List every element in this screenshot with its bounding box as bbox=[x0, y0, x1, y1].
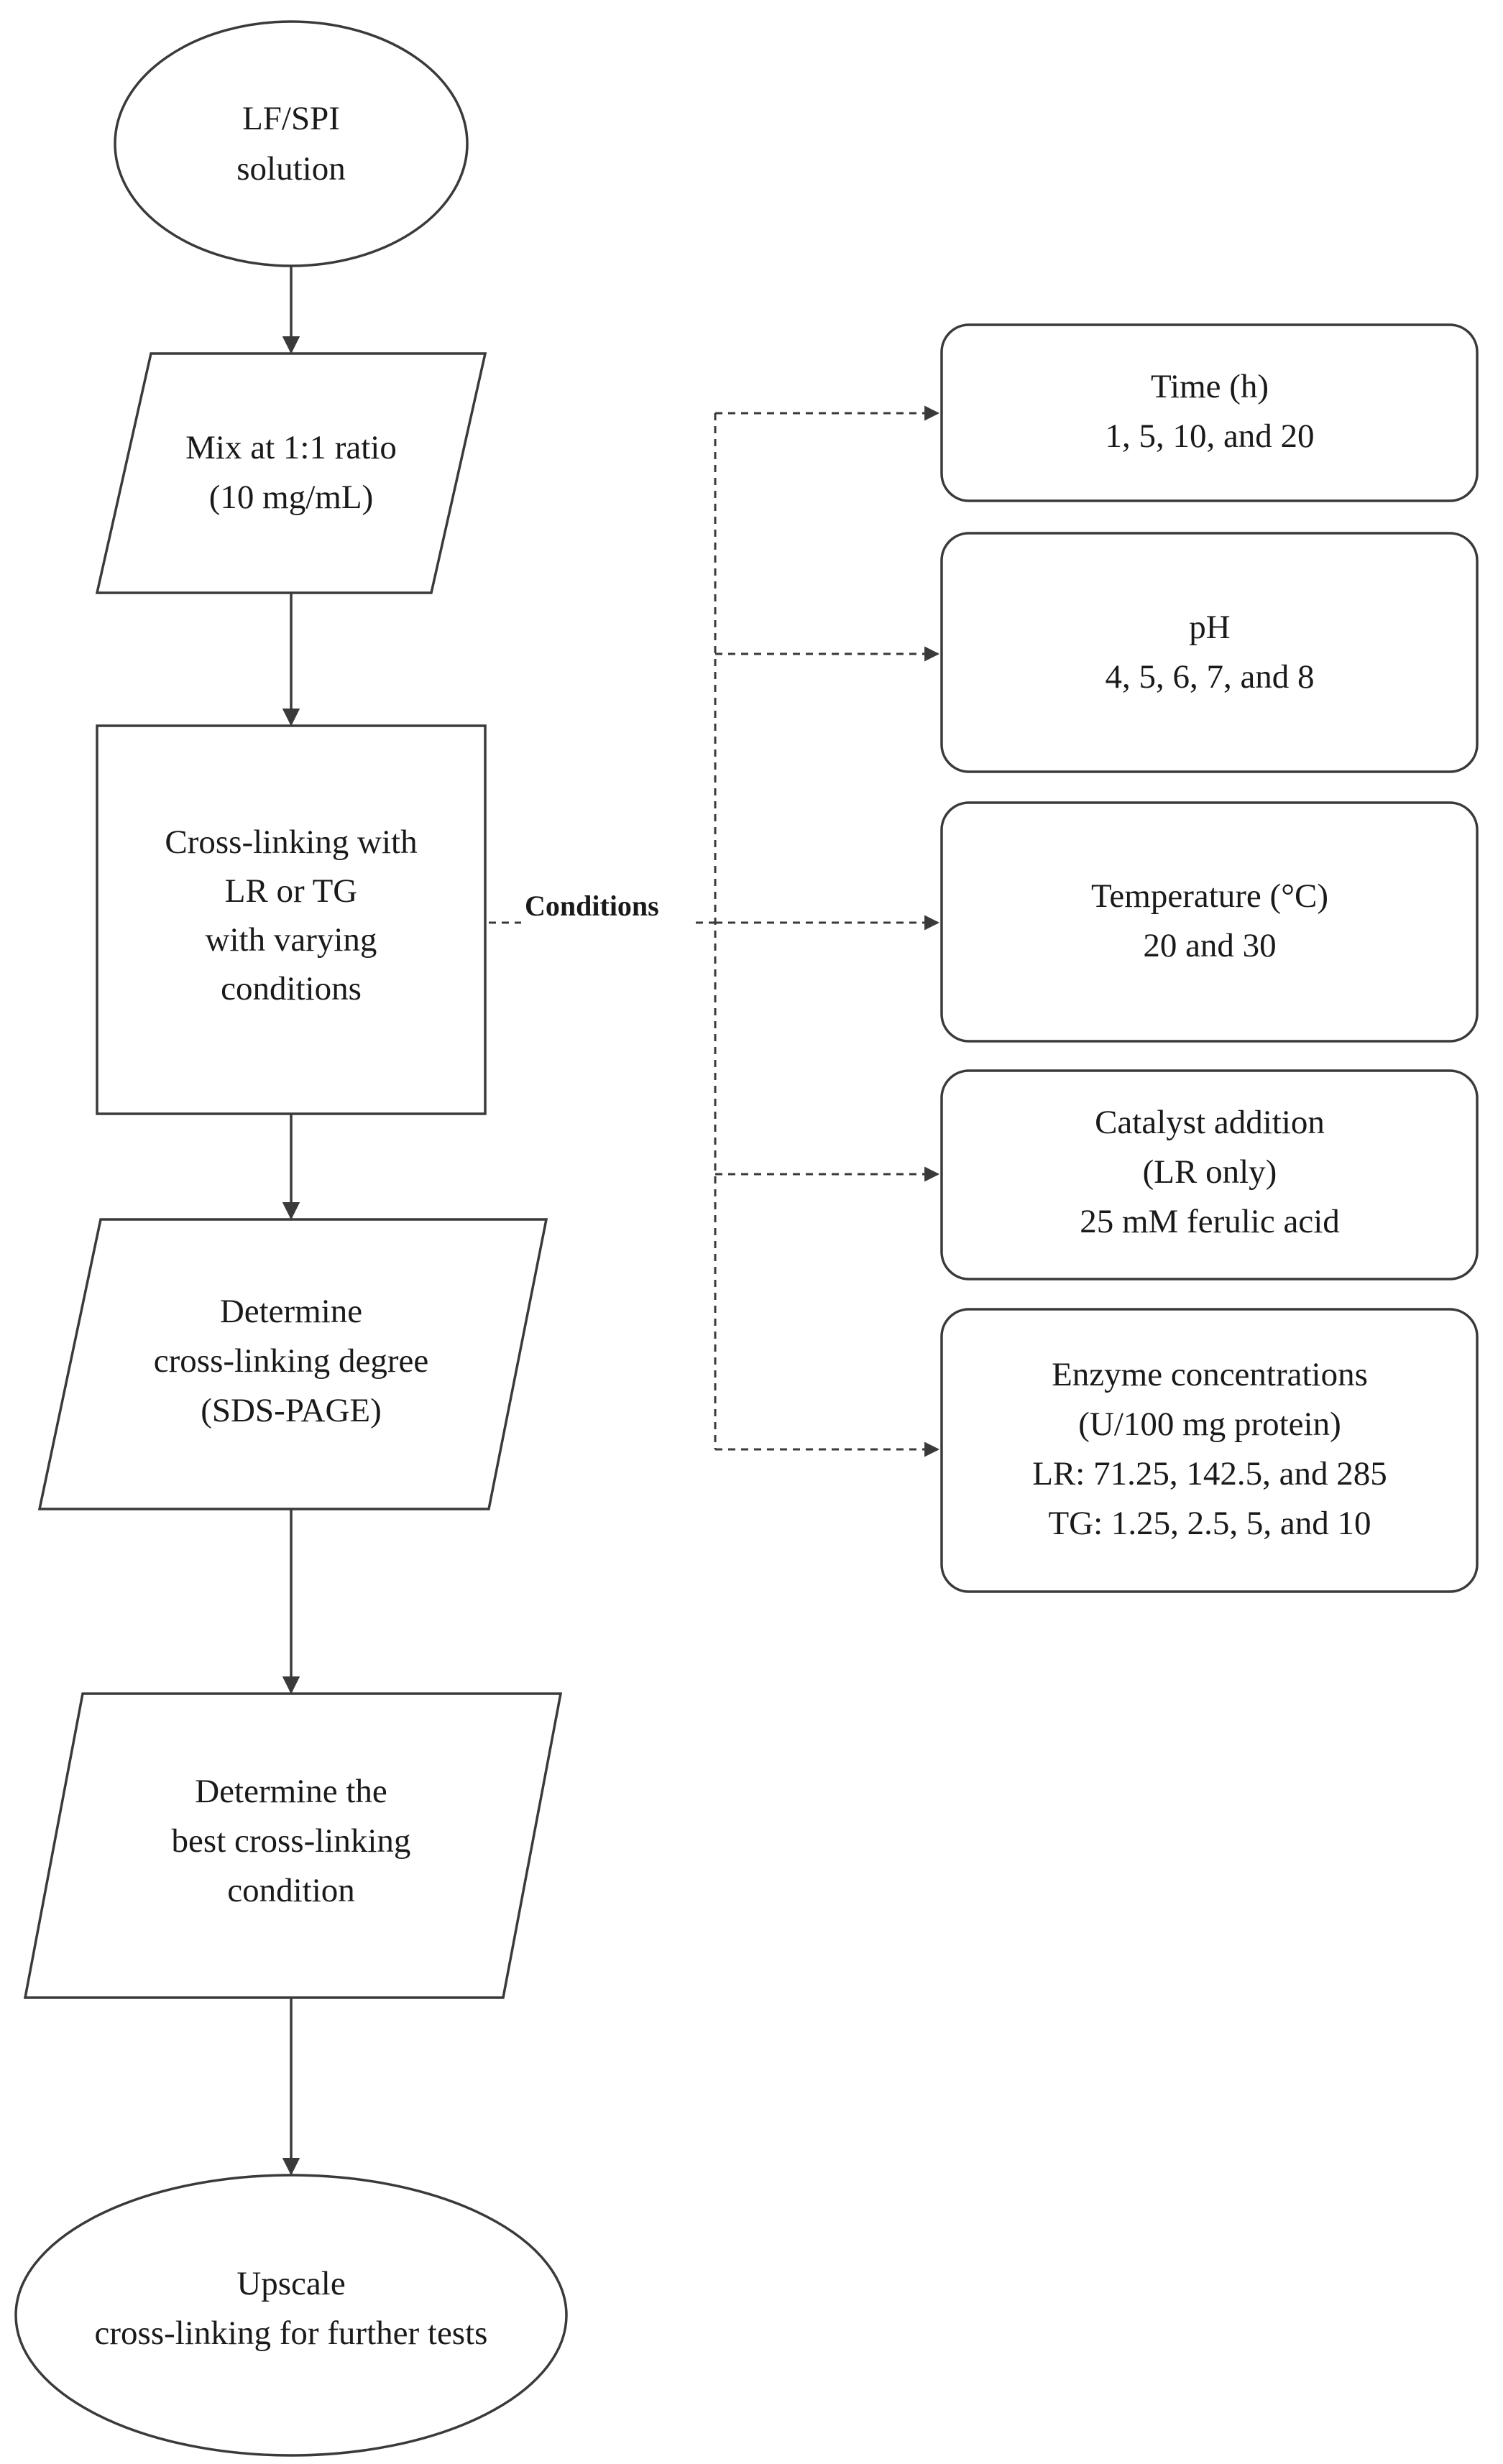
start-line-2: solution bbox=[236, 150, 345, 188]
start-node: LF/SPI solution bbox=[114, 20, 469, 267]
end-line-2: cross-linking for further tests bbox=[95, 2315, 488, 2352]
determine-degree-line-1: Determine bbox=[220, 1293, 362, 1330]
end-line-1: Upscale bbox=[236, 2265, 345, 2302]
condition-box-ph: pH 4, 5, 6, 7, and 8 bbox=[940, 532, 1479, 773]
conditions-label-bg bbox=[521, 887, 694, 924]
condition-time-line-1: Time (h) bbox=[1151, 368, 1269, 405]
determine-degree-line-2: cross-linking degree bbox=[154, 1342, 428, 1380]
condition-enzyme-line-3: LR: 71.25, 142.5, and 285 bbox=[1032, 1455, 1387, 1492]
condition-box-enzyme: Enzyme concentrations (U/100 mg protein)… bbox=[940, 1308, 1479, 1593]
start-line-1: LF/SPI bbox=[242, 100, 340, 137]
determine-degree-line-3: (SDS-PAGE) bbox=[201, 1392, 382, 1429]
mix-line-2: (10 mg/mL) bbox=[209, 479, 373, 516]
condition-temperature-line-1: Temperature (°C) bbox=[1091, 877, 1328, 915]
condition-catalyst-line-1: Catalyst addition bbox=[1095, 1104, 1325, 1141]
determine-best-line-3: condition bbox=[227, 1872, 355, 1909]
condition-temperature-line-2: 20 and 30 bbox=[1143, 927, 1276, 964]
condition-catalyst-line-2: (LR only) bbox=[1143, 1153, 1277, 1191]
condition-ph-line-1: pH bbox=[1189, 609, 1230, 646]
mix-line-1: Mix at 1:1 ratio bbox=[185, 429, 397, 466]
crosslink-line-3: with varying bbox=[206, 921, 377, 959]
mix-node: Mix at 1:1 ratio (10 mg/mL) bbox=[95, 352, 487, 594]
condition-time-line-2: 1, 5, 10, and 20 bbox=[1105, 417, 1314, 455]
crosslink-line-4: conditions bbox=[221, 970, 362, 1007]
determine-best-node: Determine the best cross-linking conditi… bbox=[23, 1692, 563, 1999]
crosslink-line-1: Cross-linking with bbox=[165, 823, 417, 861]
determine-best-line-1: Determine the bbox=[195, 1773, 387, 1810]
condition-ph-line-2: 4, 5, 6, 7, and 8 bbox=[1105, 658, 1314, 696]
determine-degree-node: Determine cross-linking degree (SDS-PAGE… bbox=[37, 1218, 548, 1510]
condition-box-time: Time (h) 1, 5, 10, and 20 bbox=[940, 323, 1479, 502]
condition-box-temperature: Temperature (°C) 20 and 30 bbox=[940, 801, 1479, 1043]
condition-catalyst-line-3: 25 mM ferulic acid bbox=[1080, 1203, 1340, 1240]
condition-enzyme-line-1: Enzyme concentrations bbox=[1052, 1356, 1368, 1393]
crosslink-node: Cross-linking with LR or TG with varying… bbox=[96, 724, 487, 1115]
determine-best-line-2: best cross-linking bbox=[172, 1822, 411, 1860]
condition-enzyme-line-2: (U/100 mg protein) bbox=[1078, 1406, 1341, 1443]
condition-enzyme-line-4: TG: 1.25, 2.5, 5, and 10 bbox=[1048, 1505, 1371, 1542]
end-node: Upscale cross-linking for further tests bbox=[14, 2174, 568, 2457]
condition-box-catalyst: Catalyst addition (LR only) 25 mM feruli… bbox=[940, 1069, 1479, 1281]
conditions-label: Conditions bbox=[525, 890, 659, 922]
crosslink-line-2: LR or TG bbox=[225, 872, 358, 910]
